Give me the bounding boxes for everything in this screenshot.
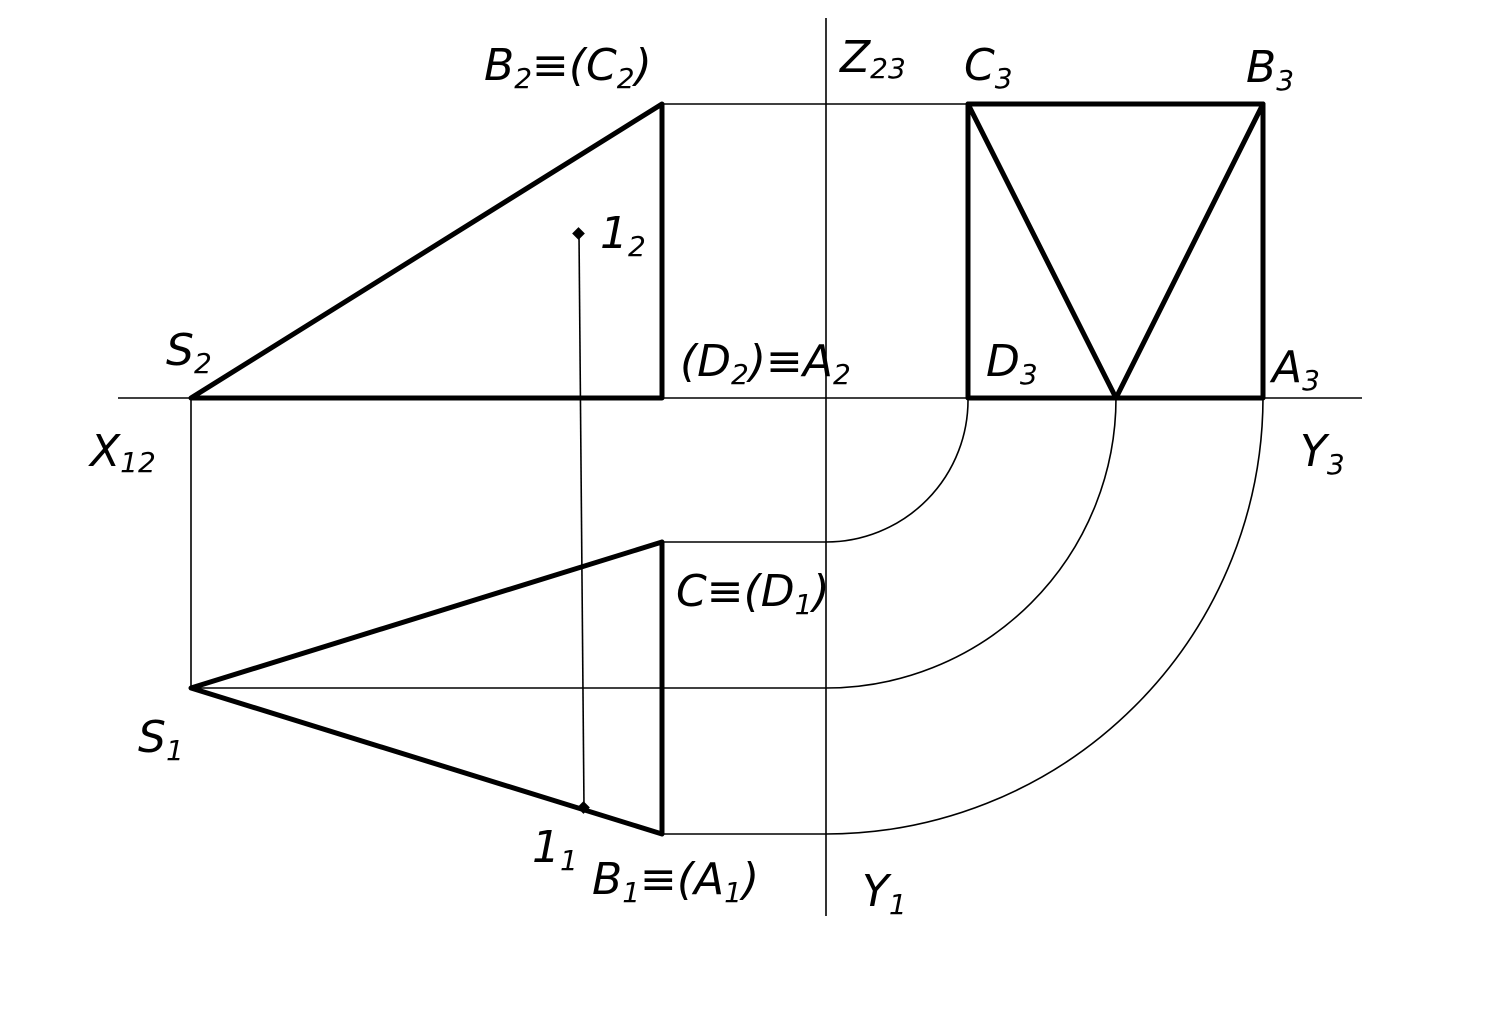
point-1-front-marker [572,227,585,240]
label-y3: Y3 [1300,426,1345,481]
transfer-arc-d [825,397,969,543]
label-d3: D3 [986,336,1038,391]
label-s2: S2 [166,325,212,380]
label-y1: Y1 [862,866,907,921]
transfer-arc-mid [825,397,1117,689]
label-b1-a1: B1≡(A1) [592,854,759,909]
label-c-d1: C≡(D1) [676,566,830,621]
label-z23: Z23 [839,32,906,85]
label-s1: S1 [138,712,184,767]
label-b2-c2: B2≡(C2) [484,40,652,95]
label-c3: C3 [964,40,1013,95]
label-1-2: 12 [600,208,646,263]
front-view-outline [188,101,665,401]
label-d2-a2: (D2)≡A2 [680,336,851,391]
side-view-triangle [965,101,1266,401]
projection-line-point-1 [578,233,585,809]
top-view-outline [188,539,665,837]
label-a3: A3 [1269,342,1320,397]
label-b3: B3 [1246,42,1294,97]
label-1-1: 11 [532,822,578,877]
transfer-arc-a [825,397,1264,835]
label-x12: X12 [88,426,156,479]
